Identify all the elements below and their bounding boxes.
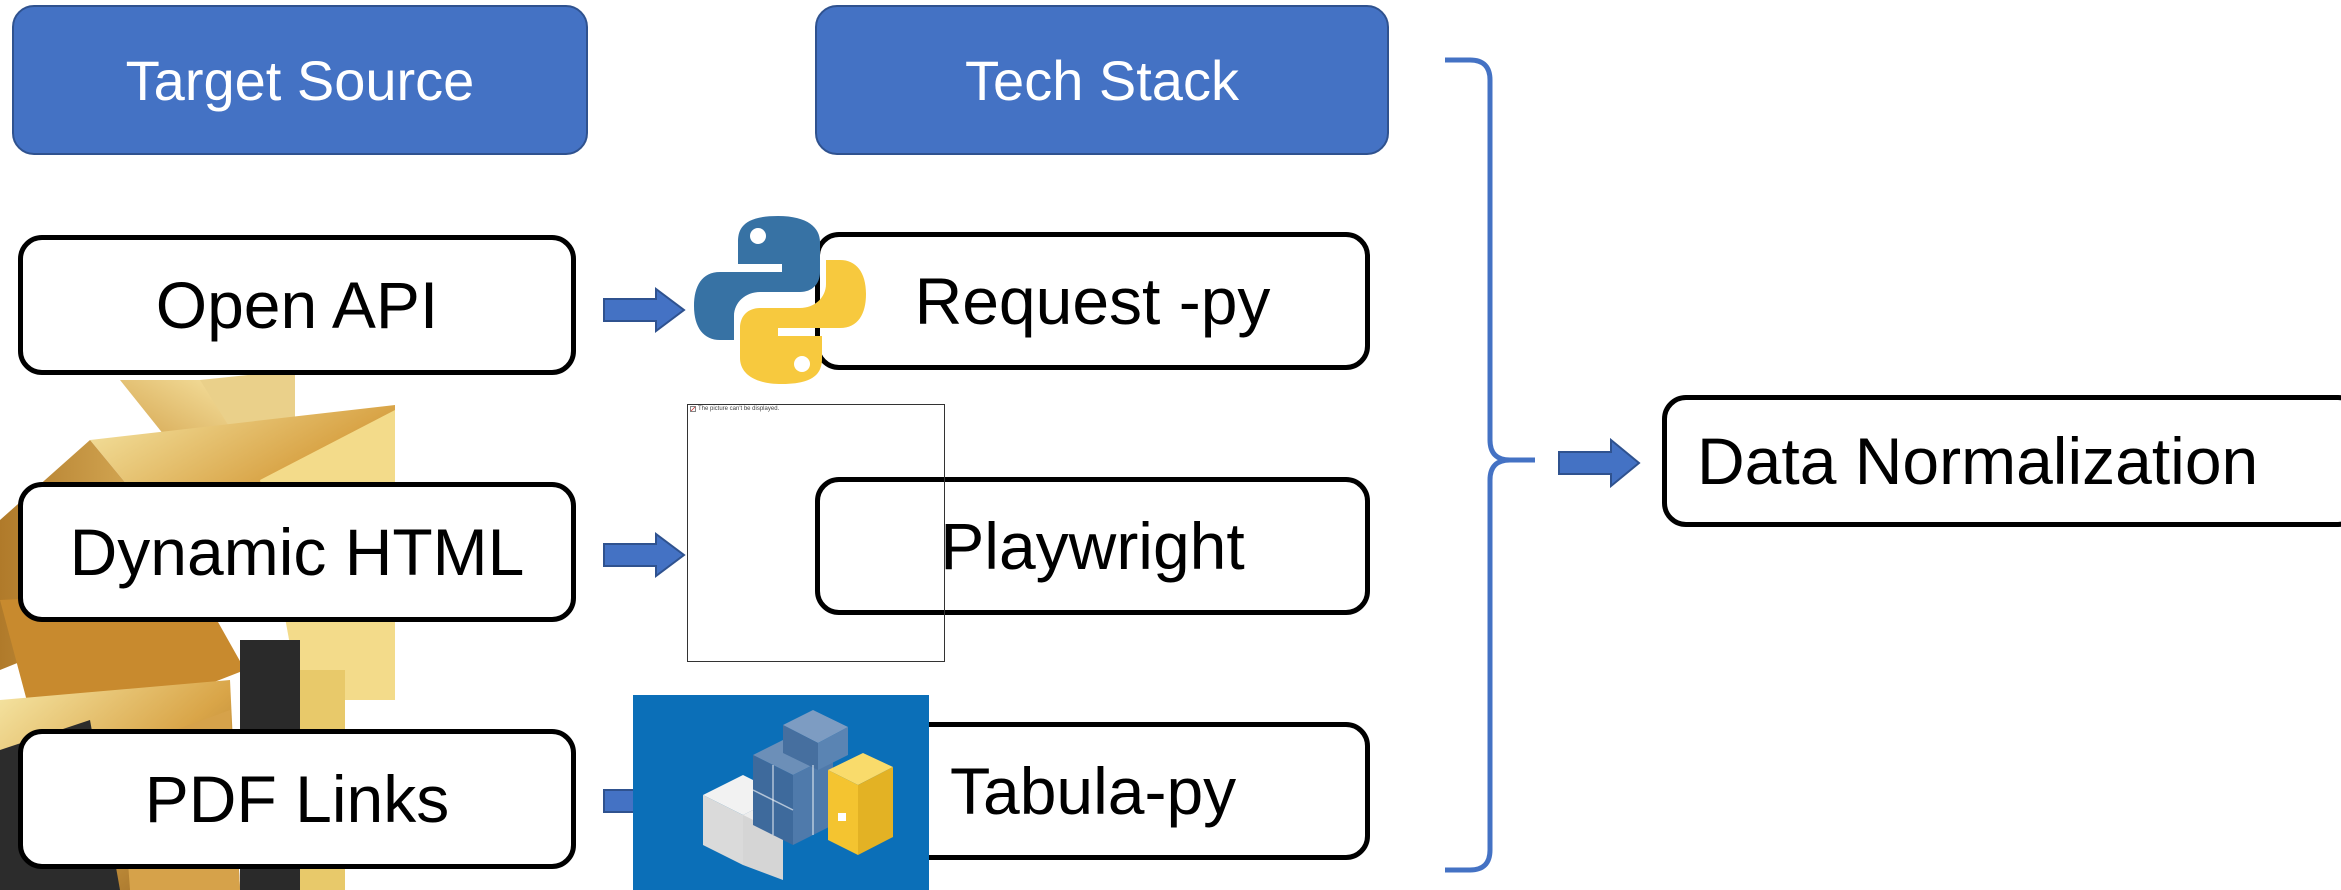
target-source-header: Target Source bbox=[12, 5, 588, 155]
source-label: Dynamic HTML bbox=[69, 515, 525, 589]
tech-stack-header-label: Tech Stack bbox=[965, 48, 1239, 112]
output-label: Data Normalization bbox=[1697, 424, 2259, 498]
grouping-bracket bbox=[1445, 57, 1535, 873]
source-box-pdf-links: PDF Links bbox=[18, 729, 576, 869]
arrow-right-icon bbox=[603, 287, 686, 333]
tool-box-tabula-py: Tabula-py bbox=[860, 722, 1370, 860]
tech-stack-header: Tech Stack bbox=[815, 5, 1389, 155]
tool-label: Request -py bbox=[914, 264, 1271, 338]
source-label: PDF Links bbox=[144, 762, 450, 836]
broken-image-alt-text: The picture can't be displayed. bbox=[698, 406, 780, 412]
tool-box-request-py: Request -py bbox=[815, 232, 1370, 370]
source-box-dynamic-html: Dynamic HTML bbox=[18, 482, 576, 622]
source-label: Open API bbox=[155, 268, 439, 342]
broken-image-icon bbox=[690, 406, 696, 412]
tool-label: Tabula-py bbox=[950, 754, 1237, 828]
python-logo-icon bbox=[694, 216, 866, 384]
pandas-cubes-icon bbox=[633, 695, 929, 890]
output-box-data-normalization: Data Normalization bbox=[1662, 395, 2341, 527]
target-source-header-label: Target Source bbox=[125, 48, 475, 112]
arrow-right-icon bbox=[1558, 438, 1641, 488]
arrow-right-icon bbox=[603, 532, 686, 578]
broken-image-placeholder: The picture can't be displayed. bbox=[687, 404, 945, 662]
tool-box-playwright: Playwright bbox=[815, 477, 1370, 615]
tool-label: Playwright bbox=[940, 509, 1245, 583]
source-box-open-api: Open API bbox=[18, 235, 576, 375]
